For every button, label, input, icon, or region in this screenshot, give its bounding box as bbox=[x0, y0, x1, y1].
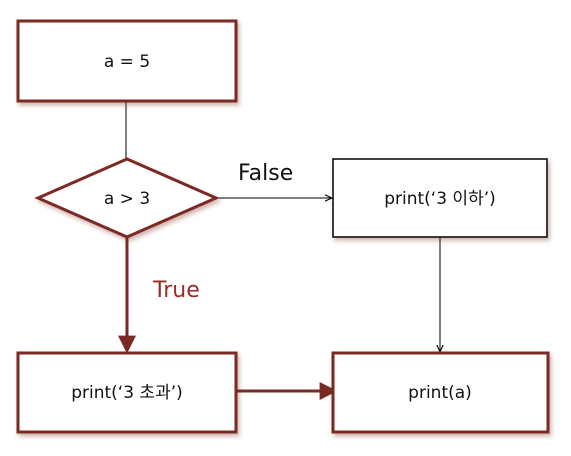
print-a-node-label: print(a) bbox=[408, 383, 472, 403]
condition-node: a > 3 bbox=[34, 157, 220, 239]
print-under-node-label: print(‘3 이하’) bbox=[384, 189, 496, 209]
print-under-node: print(‘3 이하’) bbox=[332, 158, 548, 238]
print-over-node-label: print(‘3 초과’) bbox=[71, 383, 183, 403]
condition-node-label: a > 3 bbox=[104, 189, 150, 209]
assign-node: a = 5 bbox=[16, 19, 238, 103]
assign-node-label: a = 5 bbox=[104, 52, 150, 72]
false-edge-label: False bbox=[238, 161, 293, 186]
true-edge-label: True bbox=[152, 278, 200, 303]
print-over-node: print(‘3 초과’) bbox=[16, 351, 238, 434]
print-a-node: print(a) bbox=[331, 351, 550, 434]
